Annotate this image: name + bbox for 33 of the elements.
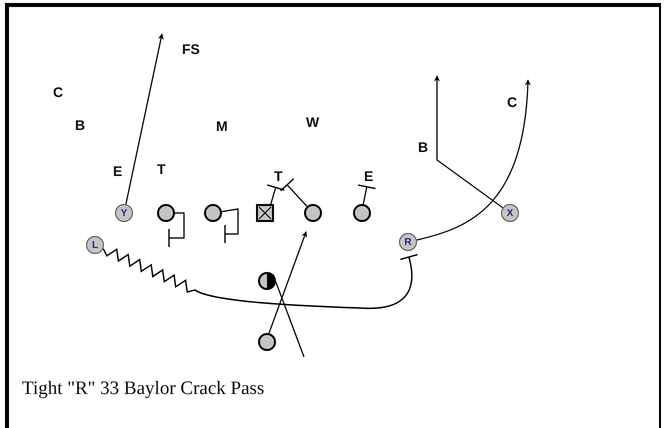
route-arrow: [268, 231, 308, 334]
defender-label: T: [274, 169, 283, 183]
player-circle: [304, 204, 322, 222]
route-arrow: [434, 75, 504, 208]
defender-label: M: [216, 119, 228, 133]
defender-label: W: [306, 115, 320, 129]
block-line: [280, 178, 308, 207]
player-circle: L: [86, 236, 104, 254]
defender-label: E: [364, 169, 374, 183]
caption: Tight "R" 33 Baylor Crack Pass: [22, 378, 264, 400]
block-line: [222, 208, 239, 244]
player-circle: R: [399, 233, 417, 251]
center-square-marker: [256, 204, 274, 222]
route-arrow: [416, 79, 531, 241]
defender-label: T: [157, 162, 166, 176]
player-circle: [353, 204, 371, 222]
defender-label: FS: [182, 42, 200, 56]
defender-label: E: [113, 164, 122, 178]
route-arrow: [125, 33, 164, 204]
block-line: [357, 184, 376, 204]
player-circle: [258, 333, 276, 351]
half-filled-circle: [258, 272, 276, 290]
defender-label: C: [53, 85, 64, 99]
defender-label: C: [507, 95, 518, 109]
block-line: [266, 184, 285, 206]
motion-line: [102, 248, 418, 309]
player-circle: X: [501, 204, 519, 222]
player-circle: [204, 204, 222, 222]
block-line: [168, 212, 185, 248]
player-circle: [157, 204, 175, 222]
defender-label: B: [418, 140, 428, 154]
defender-label: B: [75, 118, 86, 132]
player-circle: Y: [115, 204, 133, 222]
